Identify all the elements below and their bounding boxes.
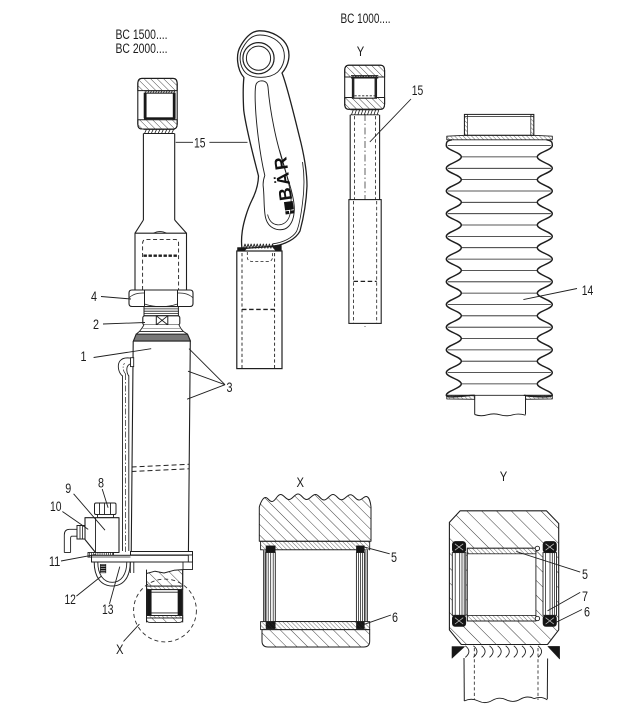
svg-text:6: 6 — [392, 610, 398, 625]
svg-text:Y: Y — [500, 469, 508, 484]
svg-text:5: 5 — [391, 550, 397, 565]
svg-text:Y: Y — [357, 44, 365, 59]
svg-text:7: 7 — [582, 589, 588, 604]
svg-text:3: 3 — [227, 380, 233, 395]
svg-text:X: X — [116, 642, 124, 657]
svg-text:10: 10 — [50, 499, 62, 514]
svg-text:BC 1500....: BC 1500.... — [116, 27, 168, 43]
svg-text:6: 6 — [584, 605, 590, 620]
svg-text:1: 1 — [81, 349, 87, 364]
svg-text:8: 8 — [98, 476, 104, 491]
svg-text:12: 12 — [64, 592, 76, 607]
svg-text:5: 5 — [582, 567, 588, 582]
svg-text:BC 2000....: BC 2000.... — [116, 41, 168, 57]
svg-text:15: 15 — [412, 83, 424, 98]
svg-text:4: 4 — [91, 289, 97, 304]
svg-text:X: X — [297, 475, 305, 490]
svg-text:15: 15 — [194, 136, 206, 151]
svg-text:BC 1000....: BC 1000.... — [341, 11, 391, 27]
svg-text:14: 14 — [582, 283, 594, 298]
svg-text:2: 2 — [93, 317, 99, 332]
svg-text:13: 13 — [102, 602, 114, 617]
svg-text:9: 9 — [65, 481, 71, 496]
svg-text:11: 11 — [49, 554, 61, 569]
